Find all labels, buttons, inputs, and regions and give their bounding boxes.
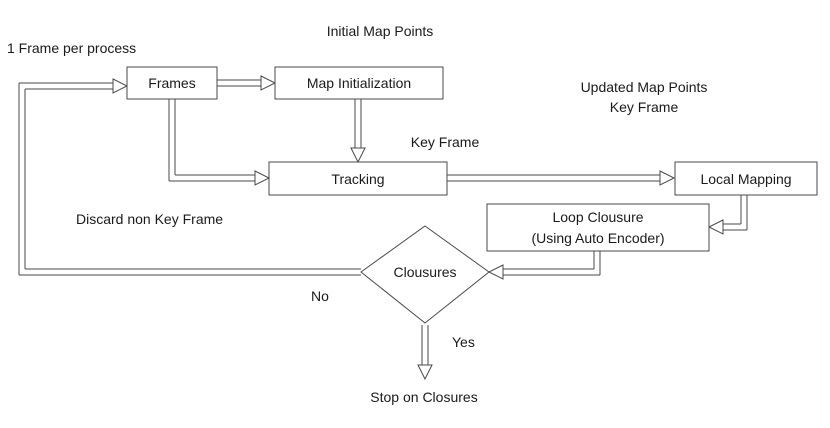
arrowhead-left [487, 264, 504, 280]
label-discard-non-key-frame: Discard non Key Frame [76, 211, 223, 227]
node-loop-closure-label-line1: Loop Clousure [552, 209, 643, 225]
connector-loop-closure-to-closures-decision [487, 251, 601, 280]
node-tracking: Tracking [268, 161, 448, 196]
node-tracking-label: Tracking [331, 171, 384, 187]
arrowhead-right [254, 170, 271, 186]
connector-tracking-to-local-mapping [447, 170, 676, 186]
node-map-initialization-label: Map Initialization [307, 75, 411, 91]
node-frames: Frames [126, 66, 218, 100]
connector-local-mapping-to-loop-closure [707, 195, 748, 235]
node-closures-decision: Clousures [360, 225, 490, 324]
node-frames-label: Frames [148, 75, 195, 91]
arrowhead-left [707, 219, 724, 235]
arrowhead-right [260, 75, 277, 91]
label-yes: Yes [452, 334, 475, 350]
node-closures-decision-label: Clousures [393, 264, 456, 280]
label-frame-per-process: 1 Frame per process [7, 40, 136, 56]
node-map-initialization: Map Initialization [274, 66, 444, 100]
label-stop-on-closures: Stop on Closures [370, 389, 477, 405]
label-updated-key-frame: Key Frame [610, 99, 679, 115]
connector-closures-yes-to-stop [417, 325, 433, 381]
label-no: No [311, 288, 329, 304]
connector-frames-to-tracking [168, 99, 271, 186]
node-loop-closure: Loop Clousure (Using Auto Encoder) [486, 203, 710, 252]
arrowhead-down [417, 364, 433, 381]
node-local-mapping: Local Mapping [674, 161, 818, 196]
arrowhead-right [112, 78, 129, 94]
arrowhead-down [350, 147, 366, 164]
label-key-frame: Key Frame [411, 134, 480, 150]
node-loop-closure-label-line2: (Using Auto Encoder) [531, 230, 664, 246]
connector-frames-to-map-initialization [217, 75, 277, 91]
connector-map-initialization-to-tracking [350, 99, 366, 164]
label-updated-map-points: Updated Map Points [581, 79, 708, 95]
label-initial-map-points: Initial Map Points [327, 23, 434, 39]
arrowhead-right [659, 170, 676, 186]
node-local-mapping-label: Local Mapping [700, 171, 791, 187]
connector-closures-no-to-frames [18, 78, 361, 276]
